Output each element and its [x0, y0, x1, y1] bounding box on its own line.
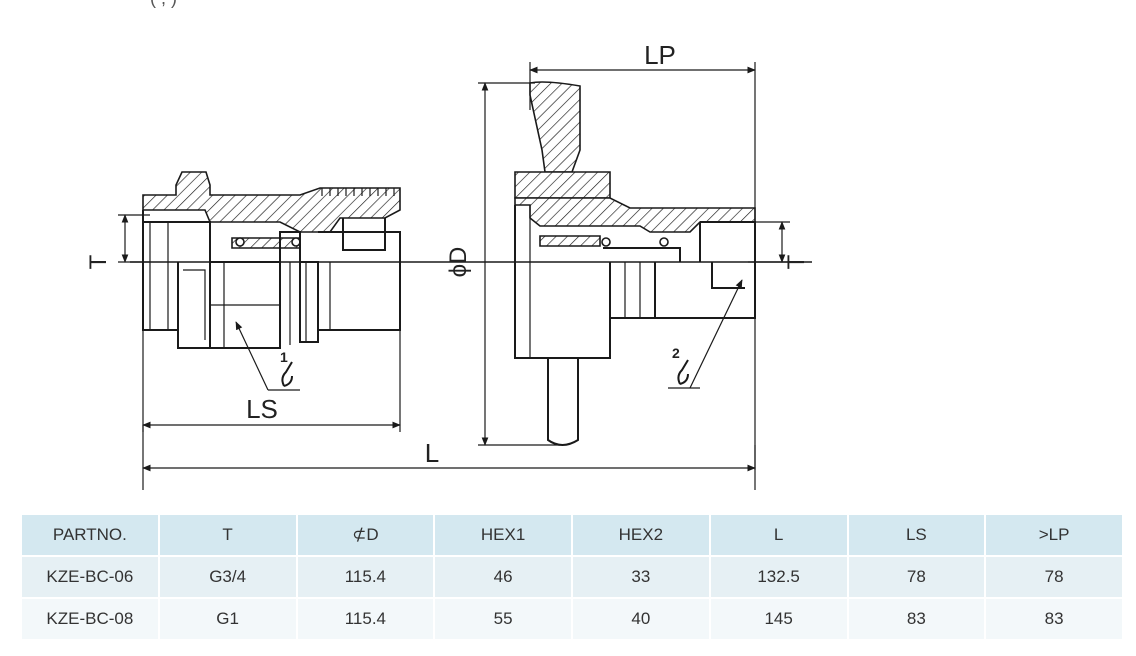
table-cell: 78 — [846, 555, 987, 599]
column-header: PARTNO. — [20, 513, 160, 557]
table-cell: KZE-BC-06 — [20, 555, 160, 599]
table-cell: 40 — [571, 597, 711, 641]
table-cell: G1 — [157, 597, 298, 641]
lp-dimension — [529, 62, 756, 470]
table-cell: 132.5 — [708, 555, 849, 599]
callout-2-number: 2 — [672, 345, 680, 361]
right-t-dimension — [748, 221, 790, 263]
column-header: HEX2 — [571, 513, 711, 557]
d-label: ϕD — [445, 247, 472, 278]
ls-label: LS — [246, 394, 278, 424]
t-right-label: T — [783, 254, 810, 269]
callout-1-leader — [235, 321, 300, 391]
table-cell: 115.4 — [295, 597, 436, 641]
coupling-drawing: T LP ϕD — [85, 40, 812, 490]
table-cell: 145 — [708, 597, 849, 641]
callout-2-leader — [668, 279, 743, 389]
column-header: T — [157, 513, 298, 557]
left-socket-body — [142, 171, 401, 349]
t-left-label: T — [85, 254, 112, 269]
table-cell: 115.4 — [295, 555, 436, 599]
l-label: L — [425, 438, 439, 468]
table-cell: 83 — [984, 597, 1124, 641]
table-cell: 46 — [433, 555, 573, 599]
column-header: >LP — [984, 513, 1124, 557]
lp-label: LP — [644, 40, 676, 70]
table-cell: 33 — [571, 555, 711, 599]
column-header: HEX1 — [433, 513, 573, 557]
column-header: L — [708, 513, 849, 557]
callout-1-number: 1 — [280, 349, 288, 365]
table-cell: 55 — [433, 597, 573, 641]
table-cell: KZE-BC-08 — [20, 597, 160, 641]
d-dimension — [478, 82, 560, 446]
column-header: LS — [846, 513, 987, 557]
l-dimension — [142, 425, 756, 490]
column-header: ⊄D — [295, 513, 436, 557]
ls-dimension — [142, 330, 401, 432]
table-cell: 78 — [984, 555, 1124, 599]
table-cell: 83 — [846, 597, 987, 641]
top-cut-text: ( , ) — [150, 0, 177, 9]
right-plug-body — [514, 81, 756, 446]
table-cell: G3/4 — [157, 555, 298, 599]
